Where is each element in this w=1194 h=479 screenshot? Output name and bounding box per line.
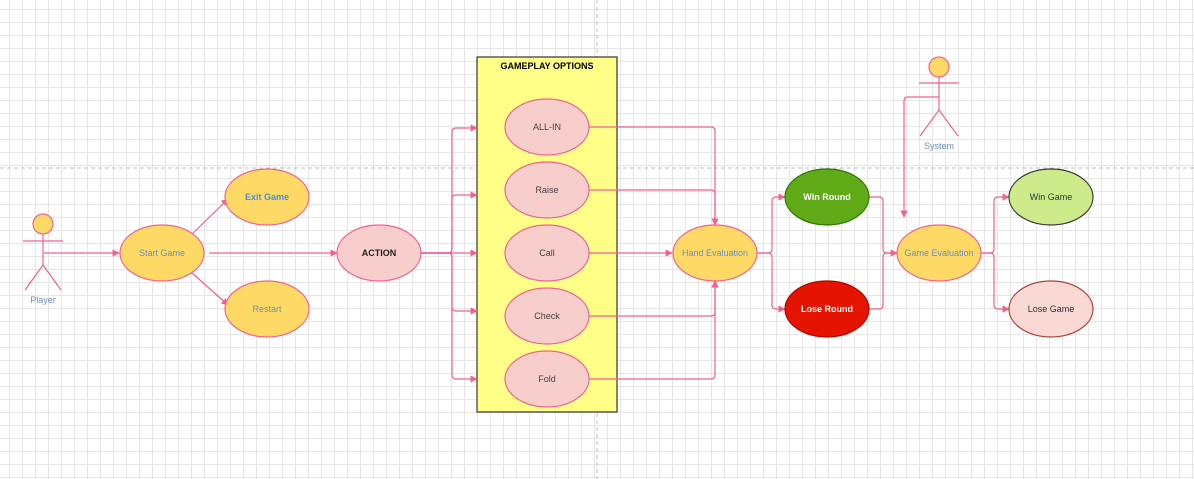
restart-ellipse xyxy=(224,280,310,338)
usecase-win-round[interactable]: Win Round xyxy=(784,168,870,226)
connector-hand-win xyxy=(757,193,786,254)
player-label: Player xyxy=(30,295,56,305)
player-head xyxy=(32,213,54,235)
system-actor[interactable]: System xyxy=(919,56,959,151)
usecase-fold[interactable]: Fold xyxy=(504,350,590,408)
connector-action-raise xyxy=(420,191,478,254)
lose-round-label: Lose Round xyxy=(801,304,853,314)
start-game-label: Start Game xyxy=(139,248,185,258)
win-game-ellipse xyxy=(1008,168,1094,226)
connector-action-check xyxy=(420,252,478,315)
game-evaluation-label: Game Evaluation xyxy=(904,248,973,258)
usecase-start-game[interactable]: Start Game xyxy=(119,224,205,282)
win-round-ellipse xyxy=(784,168,870,226)
usecase-win-game[interactable]: Win Game xyxy=(1008,168,1094,226)
connector-raise-hand xyxy=(589,189,719,226)
restart-label: Restart xyxy=(252,304,282,314)
usecase-hand-evaluation[interactable]: Hand Evaluation xyxy=(672,224,758,282)
system-left-leg xyxy=(919,109,940,137)
call-label: Call xyxy=(539,248,555,258)
connector-start-restart xyxy=(191,272,229,306)
fold-ellipse xyxy=(504,350,590,408)
lose-round-ellipse xyxy=(784,280,870,338)
action-ellipse xyxy=(336,224,422,282)
start-game-ellipse xyxy=(119,224,205,282)
connector-win-game-eval xyxy=(869,196,898,257)
system-head xyxy=(928,56,950,78)
connector-eval-win-game xyxy=(981,193,1010,254)
call-ellipse xyxy=(504,224,590,282)
win-game-label: Win Game xyxy=(1030,192,1073,202)
connector-action-allin xyxy=(420,124,478,254)
action-label: ACTION xyxy=(362,248,397,258)
lose-game-label: Lose Game xyxy=(1028,304,1075,314)
connector-fold-hand xyxy=(589,280,719,380)
connectors xyxy=(44,96,1010,383)
all-in-label: ALL-IN xyxy=(533,122,561,132)
connector-allin-hand xyxy=(589,126,719,226)
usecase-call[interactable]: Call xyxy=(504,224,590,282)
hand-evaluation-label: Hand Evaluation xyxy=(682,248,748,258)
check-ellipse xyxy=(504,287,590,345)
hand-evaluation-ellipse xyxy=(672,224,758,282)
boundary-title: GAMEPLAY OPTIONS xyxy=(500,61,593,71)
usecase-all-in[interactable]: ALL-IN xyxy=(504,98,590,156)
usecase-lose-round[interactable]: Lose Round xyxy=(784,280,870,338)
usecase-lose-game[interactable]: Lose Game xyxy=(1008,280,1094,338)
usecase-game-evaluation[interactable]: Game Evaluation xyxy=(896,224,982,282)
system-label: System xyxy=(924,141,954,151)
game-evaluation-ellipse xyxy=(896,224,982,282)
system-right-leg xyxy=(938,109,959,137)
usecase-restart[interactable]: Restart xyxy=(224,280,310,338)
connector-action-fold xyxy=(420,252,478,383)
check-label: Check xyxy=(534,311,560,321)
lose-game-ellipse xyxy=(1008,280,1094,338)
raise-label: Raise xyxy=(535,185,558,195)
connector-system-game-eval xyxy=(900,96,939,218)
raise-ellipse xyxy=(504,161,590,219)
fold-label: Fold xyxy=(538,374,556,384)
exit-game-ellipse xyxy=(224,168,310,226)
player-right-leg xyxy=(42,264,62,291)
usecase-raise[interactable]: Raise xyxy=(504,161,590,219)
usecase-check[interactable]: Check xyxy=(504,287,590,345)
player-actor[interactable]: Player xyxy=(23,213,63,305)
usecase-exit-game[interactable]: Exit Game xyxy=(224,168,310,226)
win-round-label: Win Round xyxy=(803,192,850,202)
player-left-leg xyxy=(24,264,44,291)
exit-game-label: Exit Game xyxy=(245,192,289,202)
all-in-ellipse xyxy=(504,98,590,156)
connector-hand-lose xyxy=(757,252,786,313)
connector-eval-lose-game xyxy=(981,252,1010,313)
usecase-action[interactable]: ACTION xyxy=(336,224,422,282)
connector-start-exit xyxy=(191,198,229,235)
connector-lose-game-eval xyxy=(869,252,897,310)
